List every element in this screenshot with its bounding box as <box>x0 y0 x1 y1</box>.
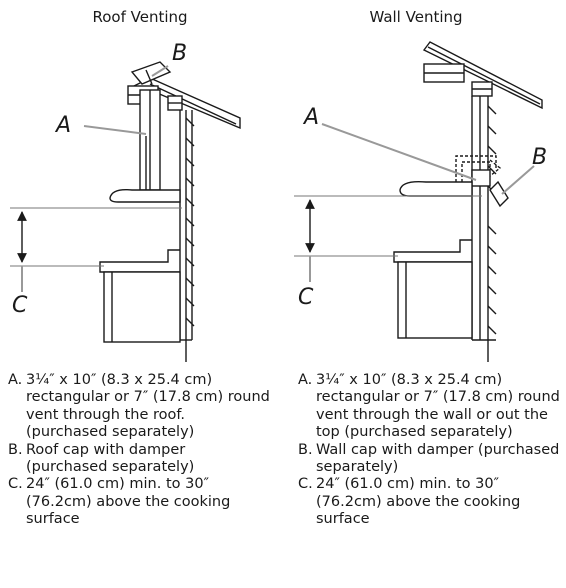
wall-venting-drawing <box>294 41 543 362</box>
roof-callout-c: C <box>12 293 28 318</box>
wall-vent-duct <box>471 169 491 187</box>
wall-alt-duct-top <box>455 155 497 182</box>
legend-text: Wall cap with damper (purchased separate… <box>316 441 560 476</box>
legend-item: B. Roof cap with damper (purchased separ… <box>8 442 270 477</box>
roof-venting-title: Roof Venting <box>92 8 188 26</box>
wall-callout-b: B <box>532 145 547 170</box>
legend-text: Roof cap with damper (purchased separate… <box>26 441 195 476</box>
roof-range <box>103 271 181 343</box>
roof-callout-b-leader <box>151 65 169 77</box>
legend-item: A. 3¼″ x 10″ (8.3 x 25.4 cm) rectangular… <box>8 372 270 442</box>
legend-key: B. <box>298 441 313 458</box>
legend-text: 3¼″ x 10″ (8.3 x 25.4 cm) rectangular or… <box>26 372 270 441</box>
wall-siding <box>487 105 497 335</box>
wall-range <box>397 261 473 339</box>
legend-item: A. 3¼″ x 10″ (8.3 x 25.4 cm) rectangular… <box>298 372 566 442</box>
legend-key: A. <box>298 372 313 388</box>
roof-venting-drawing <box>10 61 241 362</box>
legend-key: A. <box>8 372 23 388</box>
venting-diagrams: A B C <box>10 41 547 362</box>
wall-range-hood <box>399 180 473 197</box>
wall-venting-title: Wall Venting <box>369 8 463 26</box>
wall-callout-b-leader <box>501 165 535 195</box>
roof-cap <box>130 61 172 85</box>
legend-text: 3¼″ x 10″ (8.3 x 25.4 cm) rectangular or… <box>316 372 560 441</box>
roof-callout-a: A <box>54 113 71 138</box>
roof-range-hood <box>109 188 181 203</box>
roof-callout-a-leader <box>83 125 147 135</box>
wall-callout-a: A <box>302 105 319 130</box>
wall-venting-legend: A. 3¼″ x 10″ (8.3 x 25.4 cm) rectangular… <box>298 372 566 529</box>
legend-item: C. 24″ (61.0 cm) min. to 30″ (76.2cm) ab… <box>8 476 270 528</box>
legend-key: B. <box>8 441 23 458</box>
wall-callout-a-leader <box>321 123 477 181</box>
roof-wall-siding <box>185 117 195 327</box>
legend-key: C. <box>8 476 23 493</box>
legend-item: C. 24″ (61.0 cm) min. to 30″ (76.2cm) ab… <box>298 476 566 528</box>
legend-text: 24″ (61.0 cm) min. to 30″ (76.2cm) above… <box>316 476 521 528</box>
roof-callout-b: B <box>172 41 187 66</box>
roof-venting-legend: A. 3¼″ x 10″ (8.3 x 25.4 cm) rectangular… <box>8 372 270 529</box>
wall-cap <box>489 180 509 208</box>
wall-callout-c: C <box>298 285 314 310</box>
legend-text: 24″ (61.0 cm) min. to 30″ (76.2cm) above… <box>26 476 231 528</box>
legend-key: C. <box>298 476 313 493</box>
legend-item: B. Wall cap with damper (purchased separ… <box>298 442 566 477</box>
